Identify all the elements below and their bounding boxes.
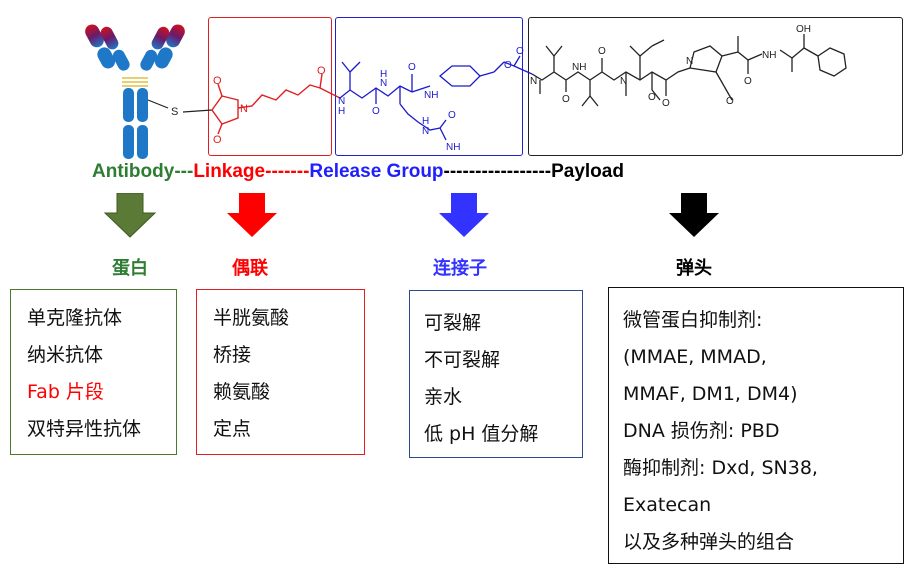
list-item: 低 pH 值分解 (424, 423, 539, 445)
cit-n: N (380, 78, 387, 89)
urea-nh2: NH (446, 142, 460, 153)
protein-box: 单克隆抗体 纳米抗体 Fab 片段 双特异性抗体 (10, 289, 177, 455)
antibody-label: Antibody (92, 161, 175, 182)
carbamate-o2: O (516, 46, 524, 57)
list-item: 微管蛋白抑制剂: (623, 309, 763, 331)
urea-o: O (448, 110, 456, 121)
list-item: DNA 损伤剂: PBD (623, 420, 780, 442)
maleimide-o-bottom: O (213, 134, 222, 146)
payload-n3: N (686, 56, 693, 67)
list-item: (MMAE, MMAD, (623, 346, 767, 368)
maleimide-o-top: O (213, 75, 222, 87)
list-item: 赖氨酸 (213, 381, 271, 403)
sulfur-label: S (171, 106, 178, 118)
payload-frame (528, 17, 903, 156)
list-item: Fab 片段 (27, 381, 104, 403)
payload-n2: N (620, 76, 627, 87)
payload-o4: O (648, 92, 656, 103)
release-group-frame (335, 17, 523, 156)
linkage-label: Linkage (193, 161, 266, 182)
list-item: 酶抑制剂: Dxd, SN38, (623, 457, 818, 479)
linkage-carbonyl-o: O (317, 65, 326, 77)
antibody-icon: S (85, 24, 185, 159)
list-item: MMAF, DM1, DM4) (623, 383, 798, 405)
payload-o6: O (744, 76, 752, 87)
val-n: N (338, 96, 345, 107)
val-h: H (338, 106, 345, 117)
down-arrow-icon (227, 193, 277, 237)
payload-o5: O (726, 96, 734, 107)
separator-3: ----------------- (443, 161, 552, 182)
component-bar: Antibody---Linkage-------Release Group--… (92, 159, 624, 185)
category-coupling: 偶联 (232, 258, 268, 279)
cit-h: H (380, 69, 387, 80)
linker-box: 可裂解 不可裂解 亲水 低 pH 值分解 (409, 290, 583, 458)
val-o: O (372, 106, 380, 117)
down-arrow-icon (669, 193, 719, 237)
payload-o1: O (562, 94, 570, 105)
down-arrow-icon (439, 193, 489, 237)
maleimide-n: N (240, 103, 248, 115)
pab-nh: NH (424, 90, 438, 101)
category-protein: 蛋白 (112, 258, 148, 279)
cit-o: O (408, 62, 416, 73)
down-arrow-icon (103, 193, 157, 238)
payload-label: Payload (551, 161, 624, 182)
list-item: 纳米抗体 (27, 344, 104, 366)
list-item: 半胱氨酸 (213, 307, 290, 329)
coupling-list: 半胱氨酸 桥接 赖氨酸 定点 (213, 300, 364, 448)
linker-list: 可裂解 不可裂解 亲水 低 pH 值分解 (424, 305, 582, 453)
payload-oh: OH (796, 24, 811, 35)
payload-nh1: NH (572, 62, 586, 73)
release-group-label: Release Group (309, 161, 444, 182)
category-warhead: 弹头 (676, 258, 712, 279)
payload-o2: O (598, 46, 606, 57)
list-item: 以及多种弹头的组合 (623, 531, 795, 553)
separator-2: ------- (265, 161, 310, 182)
list-item: 单克隆抗体 (27, 307, 123, 329)
list-item: 定点 (213, 418, 252, 440)
separator-1: --- (174, 161, 194, 182)
coupling-box: 半胱氨酸 桥接 赖氨酸 定点 (196, 289, 365, 455)
protein-list: 单克隆抗体 纳米抗体 Fab 片段 双特异性抗体 (27, 300, 176, 448)
list-item: 双特异性抗体 (27, 418, 142, 440)
carbamate-o: O (504, 60, 512, 71)
urea-h: H (422, 116, 429, 127)
payload-nh2: NH (762, 50, 776, 61)
linkage-frame (208, 17, 332, 156)
warhead-box: 微管蛋白抑制剂: (MMAE, MMAD, MMAF, DM1, DM4) DN… (608, 287, 904, 564)
adc-molecule-structure: O O N O N H O N H O NH N H O NH O O (182, 24, 847, 153)
list-item: 桥接 (213, 344, 252, 366)
list-item: 亲水 (424, 386, 463, 408)
payload-n1: N (530, 76, 537, 87)
list-item: 不可裂解 (424, 349, 501, 371)
list-item: Exatecan (623, 494, 712, 516)
list-item: 可裂解 (424, 312, 482, 334)
warhead-list: 微管蛋白抑制剂: (MMAE, MMAD, MMAF, DM1, DM4) DN… (623, 302, 903, 561)
payload-o3: O (662, 98, 670, 109)
urea-n: N (422, 126, 429, 137)
category-linker: 连接子 (433, 258, 487, 279)
